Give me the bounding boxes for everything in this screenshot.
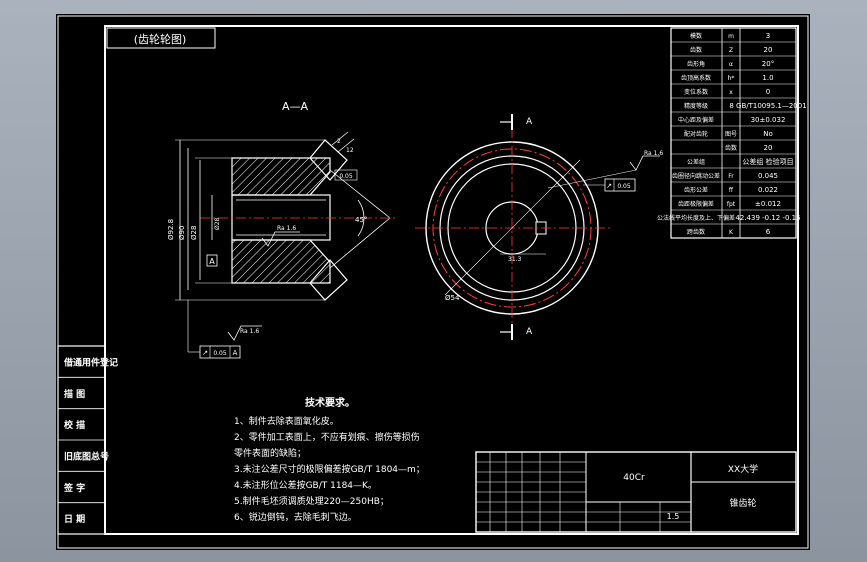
side-label: 日 期 xyxy=(64,513,85,525)
side-label: 签 字 xyxy=(63,482,85,494)
part-name-label: 锥齿轮 xyxy=(729,497,756,509)
svg-text:Ø90: Ø90 xyxy=(178,226,186,240)
param-cell-sym: Fr xyxy=(728,173,734,180)
param-cell-val: 1.0 xyxy=(762,74,773,82)
param-cell-name: 模数 xyxy=(690,32,702,40)
param-cell-name: 齿圈径向跳动公差 xyxy=(672,172,720,180)
note-line: 3.未注公差尺寸的极限偏差按GB/T 1804—m； xyxy=(234,463,425,475)
note-line: 2、零件加工表面上，不应有划痕、擦伤等损伤 xyxy=(234,431,420,443)
inner-frame xyxy=(104,25,799,535)
param-cell-name: 配对齿轮 xyxy=(684,130,708,138)
param-cell-val: 30±0.032 xyxy=(751,116,786,124)
front-view: Ø54 31.3 A A ↗ 0.05 Ra 1.6 xyxy=(415,114,663,340)
svg-text:Ra 1.6: Ra 1.6 xyxy=(277,225,296,232)
svg-text:Ø54: Ø54 xyxy=(445,294,460,302)
param-cell-sym: K xyxy=(729,229,734,236)
param-cell-name: 精度等级 xyxy=(684,102,708,110)
param-cell-val: ±0.012 xyxy=(755,200,781,208)
param-cell-val: 6 xyxy=(766,228,771,236)
param-cell-name: 齿顶高系数 xyxy=(681,74,711,82)
param-cell-sym: fpt xyxy=(727,201,736,208)
side-label: 描 图 xyxy=(64,388,85,400)
svg-text:↗: ↗ xyxy=(606,182,612,190)
parameter-table: 模数 m 3 齿数 Z 20 齿形角 α 20° 齿顶高系数 h* 1.0 变位系数 x 0 精度等级 8 GB… xyxy=(657,27,807,239)
svg-text:45°: 45° xyxy=(355,216,367,224)
drawing-stamp: (齿轮轮图) xyxy=(106,27,216,49)
param-cell-sym: α xyxy=(729,61,733,68)
note-line: 4.未注形位公差按GB/T 1184—K。 xyxy=(234,479,377,491)
param-cell-val: No xyxy=(763,130,773,138)
svg-text:Ø28: Ø28 xyxy=(214,217,221,230)
param-cell-sym: m xyxy=(728,33,734,40)
svg-text:Ø92.8: Ø92.8 xyxy=(167,219,175,240)
note-line: 零件表面的缺陷； xyxy=(234,447,306,459)
param-cell-val: 0 xyxy=(766,88,770,96)
side-label: 借通用件登记 xyxy=(63,356,118,368)
param-cell-name: 齿形角 xyxy=(687,60,705,68)
param-cell-sym: Z xyxy=(729,47,733,54)
param-cell-name: 齿距极限偏差 xyxy=(678,200,714,208)
param-cell-val: 20 xyxy=(764,46,773,54)
param-cell-name: 中心距及偏差 xyxy=(678,116,714,124)
svg-text:Ø28: Ø28 xyxy=(190,226,198,240)
notes-heading: 技术要求。 xyxy=(305,396,355,409)
param-cell-val: 0.022 xyxy=(758,186,778,194)
param-cell-sym: ff xyxy=(729,187,734,194)
svg-text:0.05: 0.05 xyxy=(213,350,227,357)
svg-text:A: A xyxy=(233,349,238,357)
outer-frame xyxy=(57,15,809,549)
side-label: 校 描 xyxy=(64,419,85,431)
param-cell-name: 齿数 xyxy=(690,46,702,54)
svg-text:2: 2 xyxy=(337,138,341,145)
material-label: 40Cr xyxy=(623,473,645,483)
param-cell-name: 齿形公差 xyxy=(684,186,708,194)
param-cell-val: 8 GB/T10095.1—2001 xyxy=(729,102,806,110)
param-cell-sym: h* xyxy=(728,75,735,82)
section-view: 45° Ø92.8 Ø90 Ø28 Ø28 A 2 12 0.05 Ra 1.6… xyxy=(167,131,395,359)
svg-text:A: A xyxy=(526,117,533,127)
svg-text:Ra 1.6: Ra 1.6 xyxy=(240,328,259,335)
param-cell-val: 0.045 xyxy=(758,172,778,180)
note-line: 1、制件去除表面氧化皮。 xyxy=(234,415,339,427)
title-block: 40Cr XX大学 锥齿轮 1.5 xyxy=(475,451,797,533)
param-cell-name: 跨齿数 xyxy=(687,228,705,236)
param-cell-sym: x xyxy=(729,89,733,96)
param-cell-val: 20° xyxy=(762,60,774,68)
university-label: XX大学 xyxy=(728,463,758,475)
param-cell-val: 42.439 -0.12 -0.15 xyxy=(735,214,800,222)
scale-label: 1.5 xyxy=(667,512,680,521)
technical-notes: 技术要求。 1、制件去除表面氧化皮。 2、零件加工表面上，不应有划痕、擦伤等损伤… xyxy=(234,396,425,523)
param-cell-name: 变位系数 xyxy=(684,88,708,96)
svg-text:A: A xyxy=(526,327,533,337)
param-cell-val: 公差组 检验项目 xyxy=(742,157,793,166)
svg-text:Ra 1.6: Ra 1.6 xyxy=(644,150,663,157)
svg-text:12: 12 xyxy=(346,147,354,154)
section-label: A—A xyxy=(282,100,309,113)
svg-text:A: A xyxy=(209,257,215,266)
svg-text:0.05: 0.05 xyxy=(339,173,353,180)
side-label: 旧底图总号 xyxy=(64,450,109,462)
svg-text:↗: ↗ xyxy=(202,349,208,357)
note-line: 6、锐边倒钝，去除毛刺飞边。 xyxy=(234,511,357,523)
param-cell-name: 公差组 xyxy=(687,158,705,166)
param-cell-val: 20 xyxy=(764,144,773,152)
param-cell-sym: 图号 xyxy=(725,131,737,138)
svg-text:(齿轮轮图): (齿轮轮图) xyxy=(134,32,187,46)
svg-text:31.3: 31.3 xyxy=(508,256,522,263)
param-cell-val: 3 xyxy=(766,32,770,40)
param-cell-name: 公法线平均长度及上、下偏差 xyxy=(657,214,735,222)
drawing-sheet xyxy=(56,14,810,550)
note-line: 5.制件毛坯须调质处理220—250HB； xyxy=(234,495,389,507)
param-cell-sym: 齿数 xyxy=(725,144,737,152)
svg-text:0.05: 0.05 xyxy=(617,183,631,190)
